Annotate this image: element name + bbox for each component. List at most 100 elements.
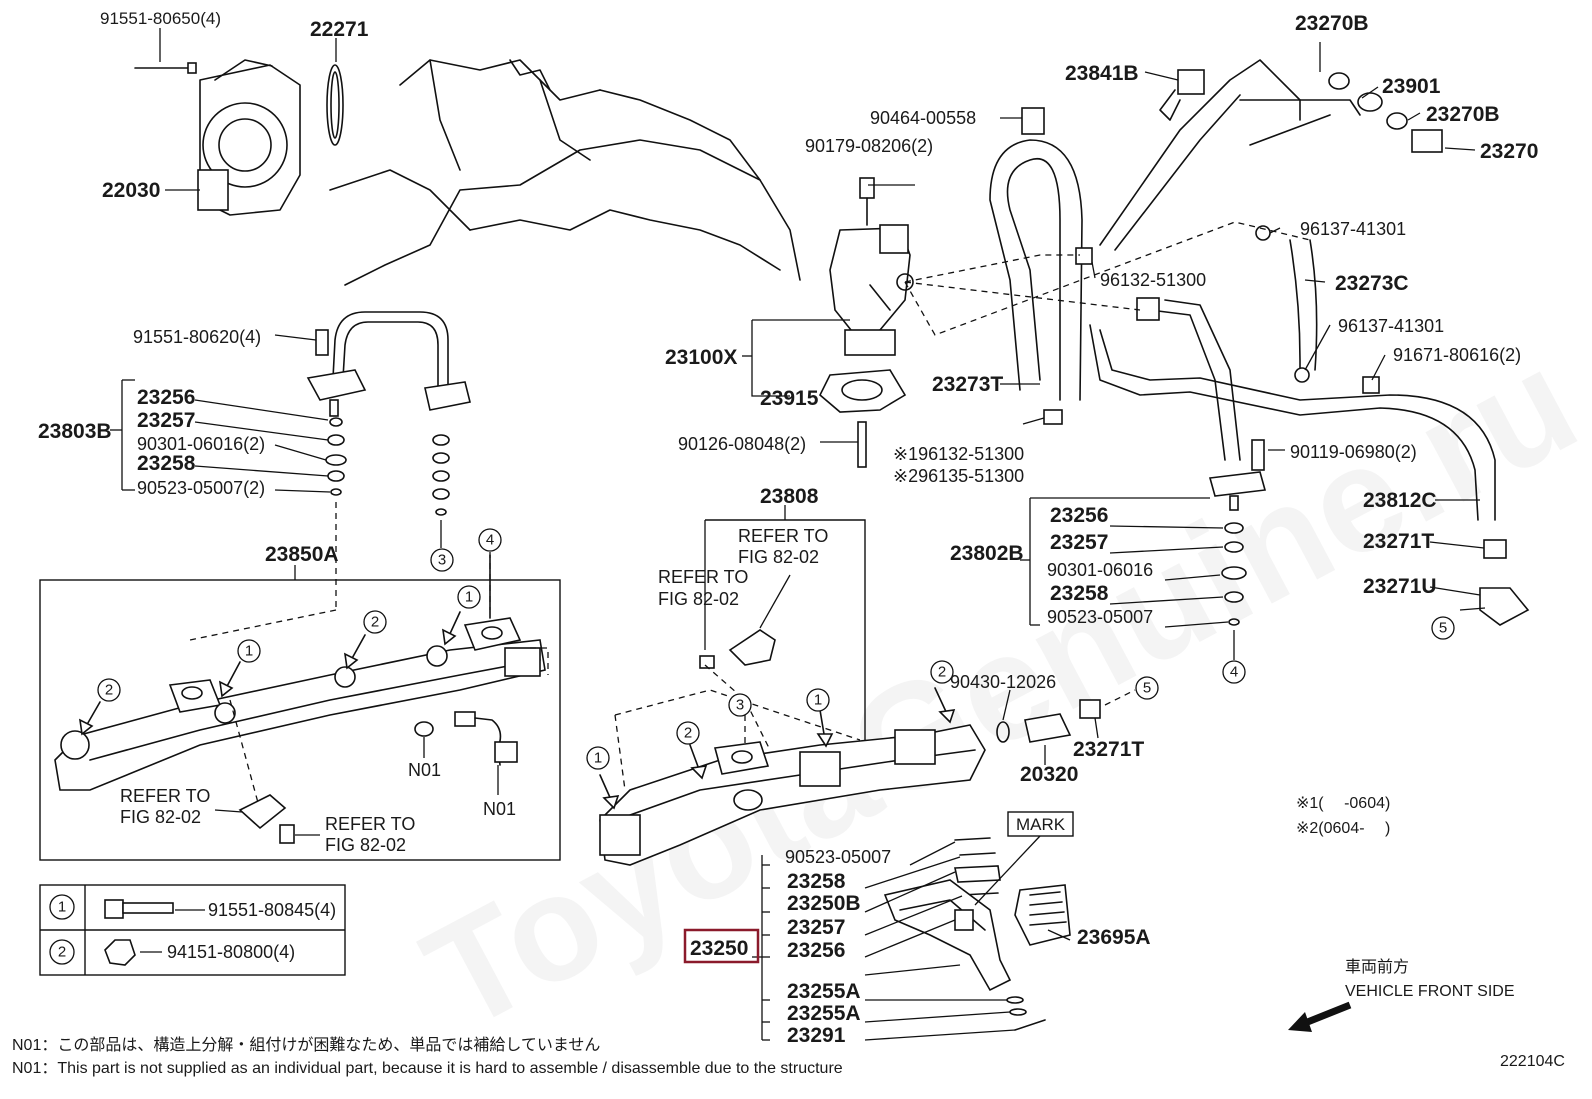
- part-label: 23256: [1050, 504, 1108, 527]
- part-label: 23808: [760, 485, 819, 508]
- bracket-23808-box: [705, 519, 866, 740]
- svg-text:REFER TO: REFER TO: [738, 526, 828, 546]
- part-label: 90179-08206(2): [805, 136, 933, 156]
- part-label: 23250B: [787, 892, 861, 915]
- part-label: 23291: [787, 1024, 846, 1047]
- part-label: 23273T: [932, 373, 1003, 396]
- svg-text:FIG 82-02: FIG 82-02: [325, 835, 406, 855]
- gasket-23915-drawing: [819, 369, 907, 413]
- part-label: 23270B: [1426, 103, 1500, 126]
- svg-text:※2(0604- ): ※2(0604- ): [1296, 820, 1390, 837]
- part-label: N01: [408, 760, 441, 780]
- part-label: 90523-05007(2): [137, 478, 265, 498]
- svg-text:1: 1: [465, 589, 473, 606]
- part-label: 23256: [137, 386, 195, 409]
- part-label: 23271T: [1363, 530, 1434, 553]
- part-label: 23258: [137, 452, 196, 475]
- part-label: 94151-80800(4): [167, 942, 295, 962]
- refer-labels: REFER TO FIG 82-02 REFER TO FIG 82-02 RE…: [120, 526, 828, 855]
- svg-text:1: 1: [594, 750, 602, 767]
- delivery-pipe-right-drawing: [599, 724, 986, 866]
- pressure-sensor-left-drawing: [414, 711, 518, 766]
- part-labels: 91551-80650(4) 22271 22030 23270B 23841B…: [38, 9, 1538, 1047]
- part-label: ※196132-51300: [893, 444, 1024, 464]
- svg-text:2: 2: [371, 614, 379, 631]
- part-label: 23270B: [1295, 12, 1369, 35]
- part-label: 23257: [137, 409, 195, 432]
- gasket-22271-drawing: [326, 64, 344, 146]
- footnotes: ※1( -0604) ※2(0604- ) 車両前方 VEHICLE FRONT…: [12, 795, 1565, 1077]
- part-label: 90119-06980(2): [1290, 442, 1417, 462]
- svg-text:FIG 82-02: FIG 82-02: [658, 589, 739, 609]
- part-label: 23901: [1382, 75, 1441, 98]
- svg-text:1: 1: [814, 692, 822, 709]
- part-label: 23258: [787, 870, 846, 893]
- part-label: 91671-80616(2): [1393, 345, 1521, 365]
- part-label: 23841B: [1065, 62, 1139, 85]
- part-label: 90430-12026: [950, 672, 1056, 692]
- figure-code: 222104C: [1500, 1053, 1565, 1070]
- svg-text:5: 5: [1143, 680, 1151, 697]
- bracket-left-drawing: [238, 794, 295, 844]
- part-label: 23271T: [1073, 738, 1144, 761]
- vehicle-front-arrow: [1288, 1001, 1352, 1032]
- part-label: 90301-06016: [1047, 560, 1153, 580]
- pressure-sensor-20320-drawing: [996, 699, 1101, 743]
- intake-manifold-sketch: [329, 59, 801, 286]
- part-label: 23258: [1050, 582, 1109, 605]
- part-label: 90523-05007: [1047, 607, 1153, 627]
- part-label: 22030: [102, 179, 160, 202]
- fuel-pipe-23803b-drawing: [306, 311, 471, 417]
- part-label: 23850A: [265, 543, 339, 566]
- part-label: 91551-80845(4): [208, 900, 336, 920]
- svg-text:REFER TO: REFER TO: [325, 814, 415, 834]
- part-label: 23255A: [787, 1002, 861, 1025]
- part-label: 96132-51300: [1100, 270, 1206, 290]
- part-label: 90523-05007: [785, 847, 891, 867]
- svg-text:REFER TO: REFER TO: [658, 567, 748, 587]
- part-label: 90464-00558: [870, 108, 976, 128]
- injector-23250-drawing: [883, 837, 1071, 1031]
- svg-text:5: 5: [1439, 620, 1447, 637]
- mark-label: MARK: [1016, 815, 1066, 834]
- seal-stack-left-drawing: [325, 417, 450, 516]
- part-label: 96137-41301: [1300, 219, 1406, 239]
- svg-text:1: 1: [245, 643, 253, 660]
- part-label: 20320: [1020, 763, 1078, 786]
- part-label: 91551-80620(4): [133, 327, 261, 347]
- part-label: 23273C: [1335, 272, 1409, 295]
- part-label: 22271: [310, 18, 369, 41]
- part-label: 23802B: [950, 542, 1024, 565]
- delivery-pipe-23850a-box: [39, 579, 561, 861]
- part-label: 23271U: [1363, 575, 1437, 598]
- part-label: 96137-41301: [1338, 316, 1444, 336]
- svg-text:REFER TO: REFER TO: [120, 786, 210, 806]
- svg-text:4: 4: [1230, 664, 1238, 681]
- fuel-pipe-23802b-drawing: [1208, 471, 1267, 626]
- part-label: 90126-08048(2): [678, 434, 806, 454]
- part-label: 23257: [1050, 531, 1108, 554]
- bracket-23808-drawing: [699, 629, 776, 669]
- svg-text:3: 3: [438, 552, 446, 569]
- svg-text:2: 2: [938, 664, 946, 681]
- svg-text:2: 2: [58, 944, 66, 961]
- part-label: 91551-80650(4): [100, 9, 221, 28]
- vacuum-hoses-drawing: [989, 59, 1496, 521]
- stud-90126-drawing: [857, 421, 867, 468]
- mark-callout: [974, 811, 1074, 906]
- part-label: 23270: [1480, 140, 1538, 163]
- part-label: N01: [483, 799, 516, 819]
- part-label: 23915: [760, 387, 819, 410]
- svg-text:FIG 82-02: FIG 82-02: [738, 547, 819, 567]
- part-label: 23100X: [665, 346, 737, 369]
- svg-text:車両前方: 車両前方: [1345, 958, 1409, 976]
- svg-text:2: 2: [105, 682, 113, 699]
- vsv-valve-drawing: [829, 177, 914, 356]
- delivery-pipe-left-drawing: [54, 617, 549, 791]
- svg-text:4: 4: [486, 532, 494, 549]
- part-label: 23257: [787, 916, 845, 939]
- svg-text:VEHICLE FRONT SIDE: VEHICLE FRONT SIDE: [1345, 983, 1515, 1000]
- svg-text:2: 2: [684, 725, 692, 742]
- fastener-legend-table: [39, 884, 346, 976]
